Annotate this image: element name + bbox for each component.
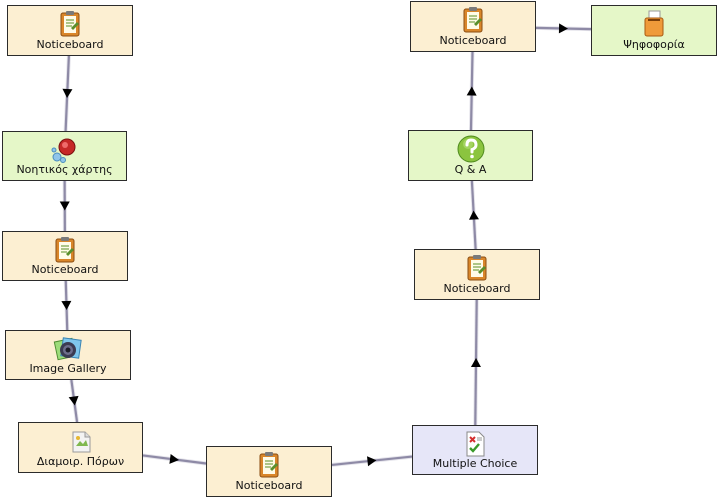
node-label: Διαμοιρ. Πόρων (36, 455, 125, 468)
activity-node-shared-resources[interactable]: Διαμοιρ. Πόρων (18, 422, 143, 473)
noticeboard-icon (259, 452, 279, 478)
activity-node-noticeboard-1[interactable]: Noticeboard (7, 5, 133, 56)
node-label: Noticeboard (31, 263, 99, 276)
arrowhead-icon (367, 456, 377, 467)
node-label: Image Gallery (29, 362, 107, 375)
arrowhead-icon (59, 201, 70, 211)
noticeboard-icon (55, 237, 75, 263)
arrowhead-icon (62, 88, 73, 98)
activity-node-noticeboard-5[interactable]: Noticeboard (410, 1, 536, 52)
node-label: Νοητικός χάρτης (16, 163, 113, 176)
mindmap-icon (51, 138, 75, 163)
noticeboard-icon (463, 7, 483, 33)
node-label: Noticeboard (439, 34, 507, 47)
node-label: Ψηφοφορία (623, 38, 685, 51)
multiple-choice-icon (466, 431, 485, 457)
arrowhead-icon (470, 358, 481, 368)
node-label: Q & A (454, 163, 487, 176)
question-icon (457, 135, 484, 163)
voting-icon (644, 10, 664, 37)
arrowhead-icon (61, 300, 72, 310)
activity-node-voting[interactable]: Ψηφοφορία (591, 5, 717, 56)
image-gallery-icon (53, 337, 82, 361)
activity-node-noticeboard-2[interactable]: Noticeboard (2, 231, 128, 281)
arrowhead-icon (68, 395, 79, 406)
node-label: Noticeboard (443, 282, 511, 295)
activity-node-noticeboard-4[interactable]: Noticeboard (414, 249, 540, 300)
activity-node-noticeboard-3[interactable]: Noticeboard (206, 446, 332, 497)
shared-resources-icon (72, 431, 90, 453)
activity-node-image-gallery[interactable]: Image Gallery (5, 330, 131, 380)
noticeboard-icon (467, 255, 487, 281)
node-label: Multiple Choice (432, 457, 518, 470)
node-label: Noticeboard (36, 38, 104, 51)
node-label: Noticeboard (235, 479, 303, 492)
arrowhead-icon (169, 453, 179, 464)
noticeboard-icon (60, 11, 80, 37)
arrowhead-icon (558, 23, 568, 34)
activity-node-mind-map[interactable]: Νοητικός χάρτης (2, 131, 127, 181)
arrowhead-icon (469, 210, 479, 220)
activity-node-multiple-choice[interactable]: Multiple Choice (412, 425, 538, 475)
arrowhead-icon (466, 86, 477, 96)
activity-node-q-and-a[interactable]: Q & A (408, 130, 533, 181)
